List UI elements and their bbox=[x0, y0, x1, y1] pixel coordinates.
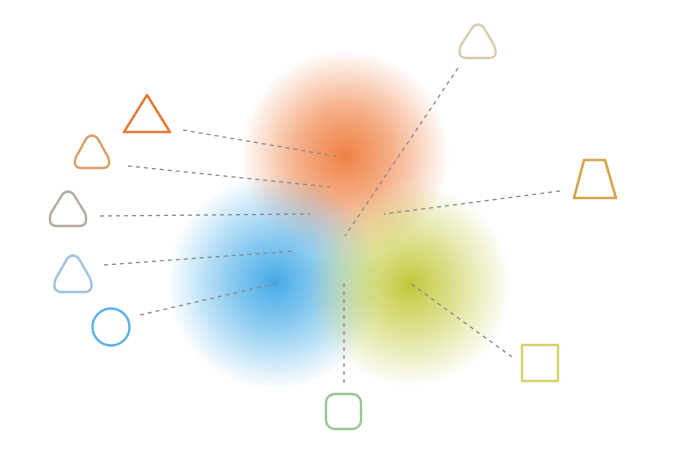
rounded-square-green-icon bbox=[324, 392, 363, 431]
connector-line bbox=[409, 282, 513, 358]
connector-line bbox=[344, 67, 459, 237]
rounded-triangle-gray-icon bbox=[48, 190, 88, 228]
connector-line bbox=[127, 165, 331, 188]
trapezoid-gold-icon bbox=[572, 158, 618, 200]
square-yellow-icon bbox=[520, 343, 560, 383]
olive-blob bbox=[308, 183, 512, 387]
connector-line bbox=[99, 213, 311, 217]
rounded-triangle-lightblue-icon bbox=[53, 254, 93, 294]
triangle-orange-icon bbox=[122, 93, 172, 134]
connector-line bbox=[383, 190, 561, 215]
circle-blue-icon bbox=[91, 307, 131, 347]
connector-line bbox=[182, 129, 341, 158]
rounded-triangle-tan-icon bbox=[73, 134, 111, 170]
rounded-triangle-beige-icon bbox=[458, 23, 497, 60]
